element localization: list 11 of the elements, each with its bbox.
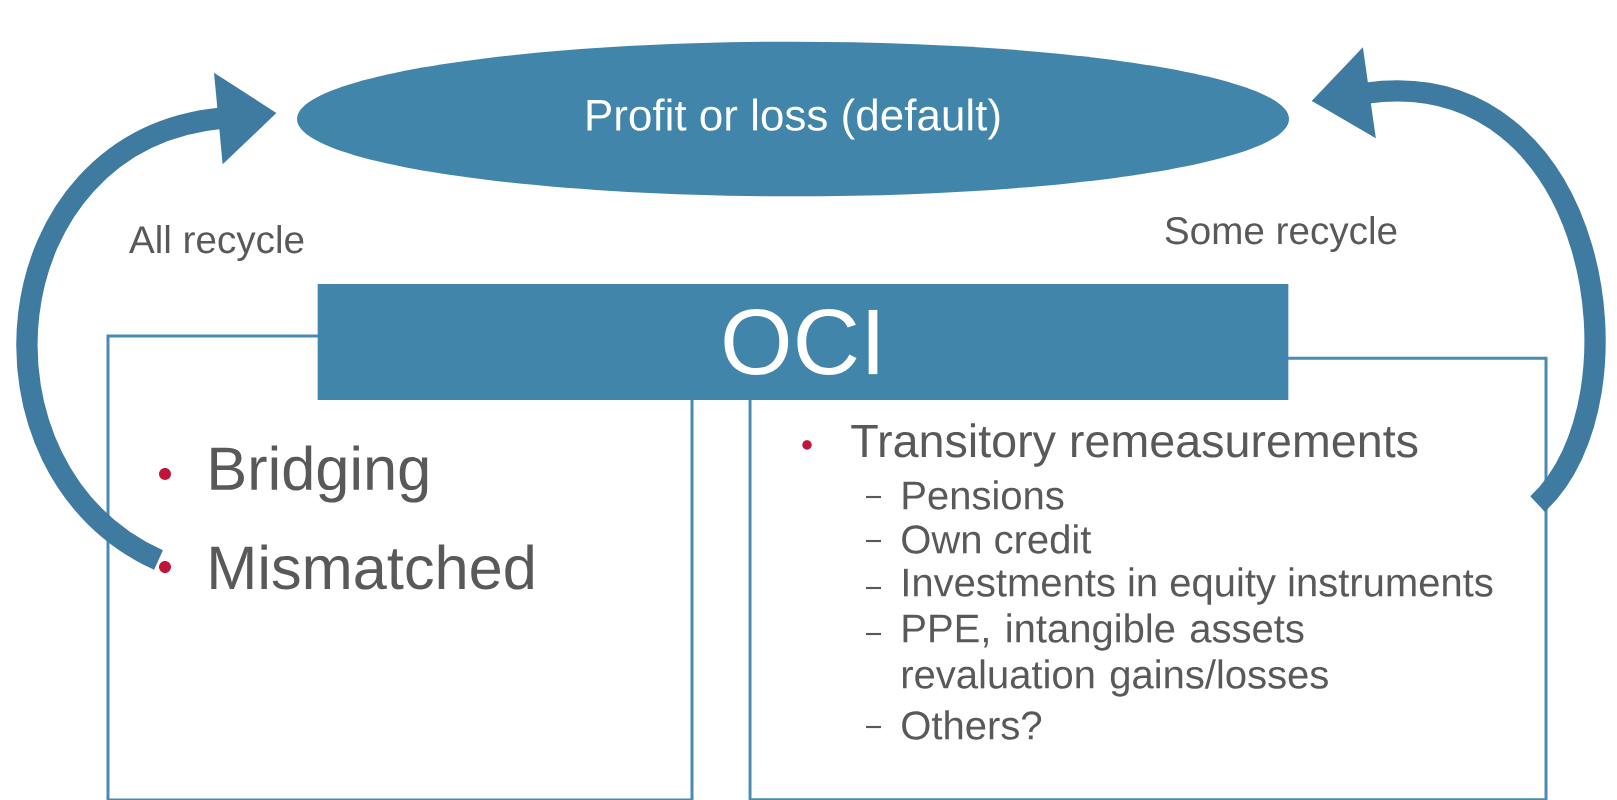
list-item: Others? xyxy=(902,710,1042,740)
list-item: Bridging xyxy=(211,445,428,503)
edge-label: Some recycle xyxy=(1161,213,1401,255)
list-item: Investments in equity instruments xyxy=(904,567,1493,605)
edge-label: All recycle xyxy=(126,222,308,264)
list-item: PPE, intangible assets revaluation gains/losses xyxy=(902,613,1328,697)
list-item: Mismatched xyxy=(211,544,533,590)
list-item: Transitory remeasurements xyxy=(851,423,1418,467)
list-item: Own credit xyxy=(902,524,1092,554)
list-item: Pensions xyxy=(903,480,1064,510)
title-bar: OCI xyxy=(317,284,1289,400)
